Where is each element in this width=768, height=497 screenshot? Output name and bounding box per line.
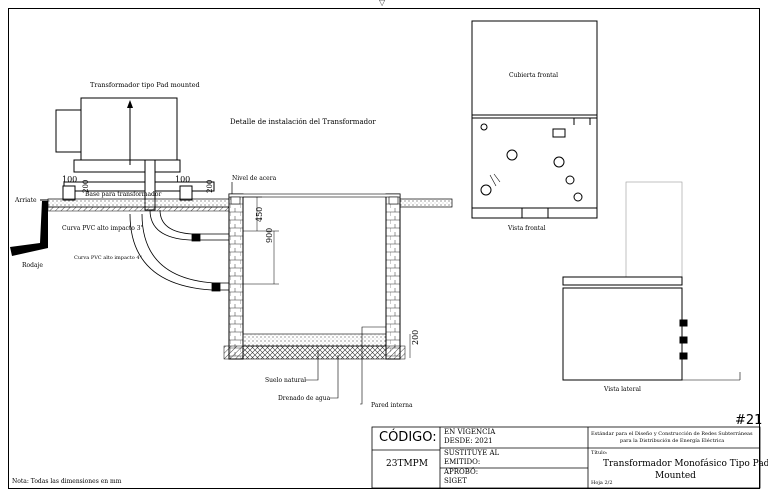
dim-200b: 200 [206,180,214,193]
side-view [562,181,741,381]
standard-line2: para la Distribución de Energía Eléctric… [620,438,725,444]
title-block-frame [371,426,761,489]
titulo-label: Título: [591,450,608,456]
curb-label: Arriate [14,197,37,204]
dim-100a: 100 [62,175,77,184]
sidewalk-label: Nivel de acera [232,175,277,182]
dimensions-note: Nota: Todas las dimensiones en mm [12,478,122,485]
gutter-label: Rodaje [22,262,43,269]
pvc-conduits [129,209,232,292]
title-line2: Mounted [655,471,696,481]
standard-line1: Estándar para el Diseño y Construcción d… [591,431,753,437]
label-leaders [305,326,386,405]
emitido-label: EMITIDO: [444,458,481,466]
transformer-unit [55,97,181,173]
front-cover-label: Cubierta frontal [509,72,558,79]
sheet-page: Hoja 2/2 [591,480,613,486]
base-label: Base para transformador [85,191,162,198]
soil-label: Suelo natural [265,377,306,384]
dim-100b: 100 [175,175,190,184]
pvc4-label: Curva PVC alto impacto 4" [74,255,142,261]
drain-label: Drenado de agua [278,395,331,402]
wall-label: Pared interna [371,402,413,409]
siget-value: SIGET [444,477,467,485]
pvc3-label: Curva PVC alto impacto 3" [62,225,144,232]
front-view-label: Vista frontal [507,225,546,232]
sustituye-label: SUSTITUYE AL [444,449,500,457]
side-view-label: Vista lateral [603,386,641,393]
sheet-frame [8,8,760,489]
pit-dimensions [243,196,411,358]
desde-value: DESDE: 2021 [444,437,493,445]
vault-pit [223,193,406,360]
sheet-number: #21 [735,413,763,428]
transformer-base [62,159,215,211]
dim-200c: 200 [411,330,420,345]
dim-200a: 200 [82,180,90,193]
code-label: CÓDIGO: [379,430,437,445]
aprobo-label: APROBÓ: [444,468,479,476]
ground-section [10,198,453,256]
code-value: 23TMPM [386,459,428,469]
vigencia-label: EN VIGENCIA [444,428,496,436]
dim-450: 450 [255,207,264,222]
scroll-marker-icon[interactable]: ▽ [379,0,386,7]
drawing-title: Detalle de instalación del Transformador [230,118,376,126]
dim-900: 900 [265,228,274,243]
transformer-label: Transformador tipo Pad mounted [90,81,200,89]
front-view [471,20,598,219]
title-line1: Transformador Monofásico Tipo Pad [603,459,768,469]
